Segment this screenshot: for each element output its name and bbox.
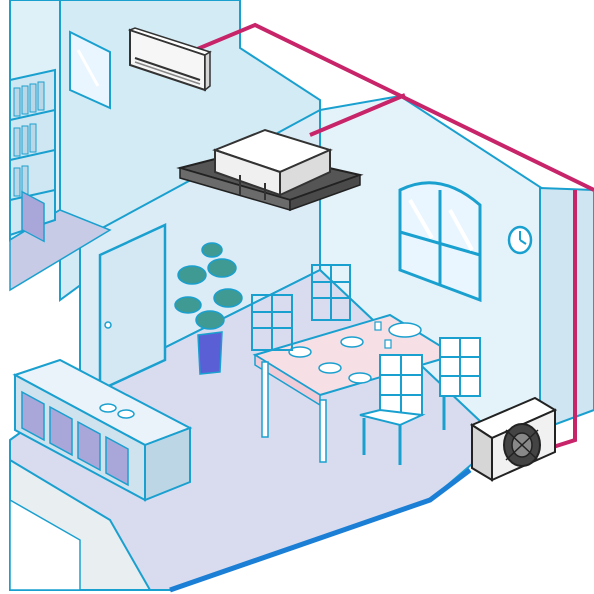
exterior-right-wall — [539, 186, 594, 432]
refrigerant-pipe-branch — [309, 93, 406, 137]
dining-chair-icon — [251, 294, 293, 351]
ceiling-cassette-ac-icon — [176, 128, 364, 212]
dining-chair-icon — [439, 337, 481, 430]
window-icon — [69, 30, 111, 110]
lower-level-step — [9, 498, 81, 591]
sideboard-cabinet-icon — [12, 190, 193, 502]
potted-plant-icon — [174, 242, 243, 375]
wall-mounted-ac-icon — [127, 27, 212, 92]
dining-chair-icon — [311, 264, 351, 321]
outdoor-condenser-icon — [469, 396, 558, 482]
wall-clock-icon — [507, 225, 533, 255]
arched-window-icon — [398, 181, 482, 303]
refrigerant-pipe-upper — [194, 22, 594, 192]
foundation-line — [169, 468, 472, 593]
door-icon — [98, 223, 167, 392]
dining-chair-icon — [359, 354, 426, 465]
refrigerant-pipe-outdoor — [549, 190, 577, 450]
